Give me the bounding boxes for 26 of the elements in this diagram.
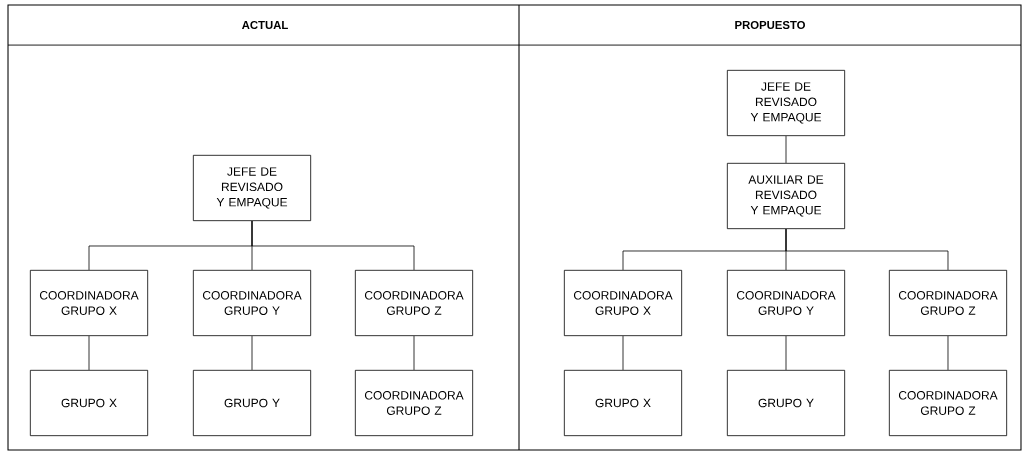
- connector-line: [622, 335, 624, 371]
- org-box: COORDINADORA GRUPO Z: [888, 269, 1008, 337]
- connector-line: [88, 335, 90, 371]
- org-box: GRUPO Y: [726, 369, 846, 437]
- column-header: ACTUAL: [242, 21, 288, 29]
- connector-line: [251, 220, 415, 271]
- org-box: GRUPO X: [29, 369, 149, 437]
- org-box: GRUPO Y: [192, 369, 312, 437]
- connector-line: [785, 135, 787, 164]
- org-box: COORDINADORA GRUPO Z: [354, 369, 474, 437]
- connector-line: [947, 335, 949, 371]
- connector-line: [785, 228, 949, 271]
- connector-line: [413, 335, 415, 371]
- connector-line: [251, 335, 253, 371]
- connector-line: [785, 335, 787, 371]
- org-box: COORDINADORA GRUPO Y: [726, 269, 846, 337]
- org-box: COORDINADORA GRUPO X: [29, 269, 149, 337]
- org-box: AUXILIAR DE REVISADO Y EMPAQUE: [726, 162, 846, 230]
- org-box: JEFE DE REVISADO Y EMPAQUE: [192, 154, 312, 222]
- org-box: COORDINADORA GRUPO Z: [354, 269, 474, 337]
- org-box: GRUPO X: [563, 369, 683, 437]
- org-box: COORDINADORA GRUPO Z: [888, 369, 1008, 437]
- org-box: COORDINADORA GRUPO Y: [192, 269, 312, 337]
- column-header: PROPUESTO: [735, 21, 805, 29]
- org-box: COORDINADORA GRUPO X: [563, 269, 683, 337]
- org-box: JEFE DE REVISADO Y EMPAQUE: [726, 69, 846, 137]
